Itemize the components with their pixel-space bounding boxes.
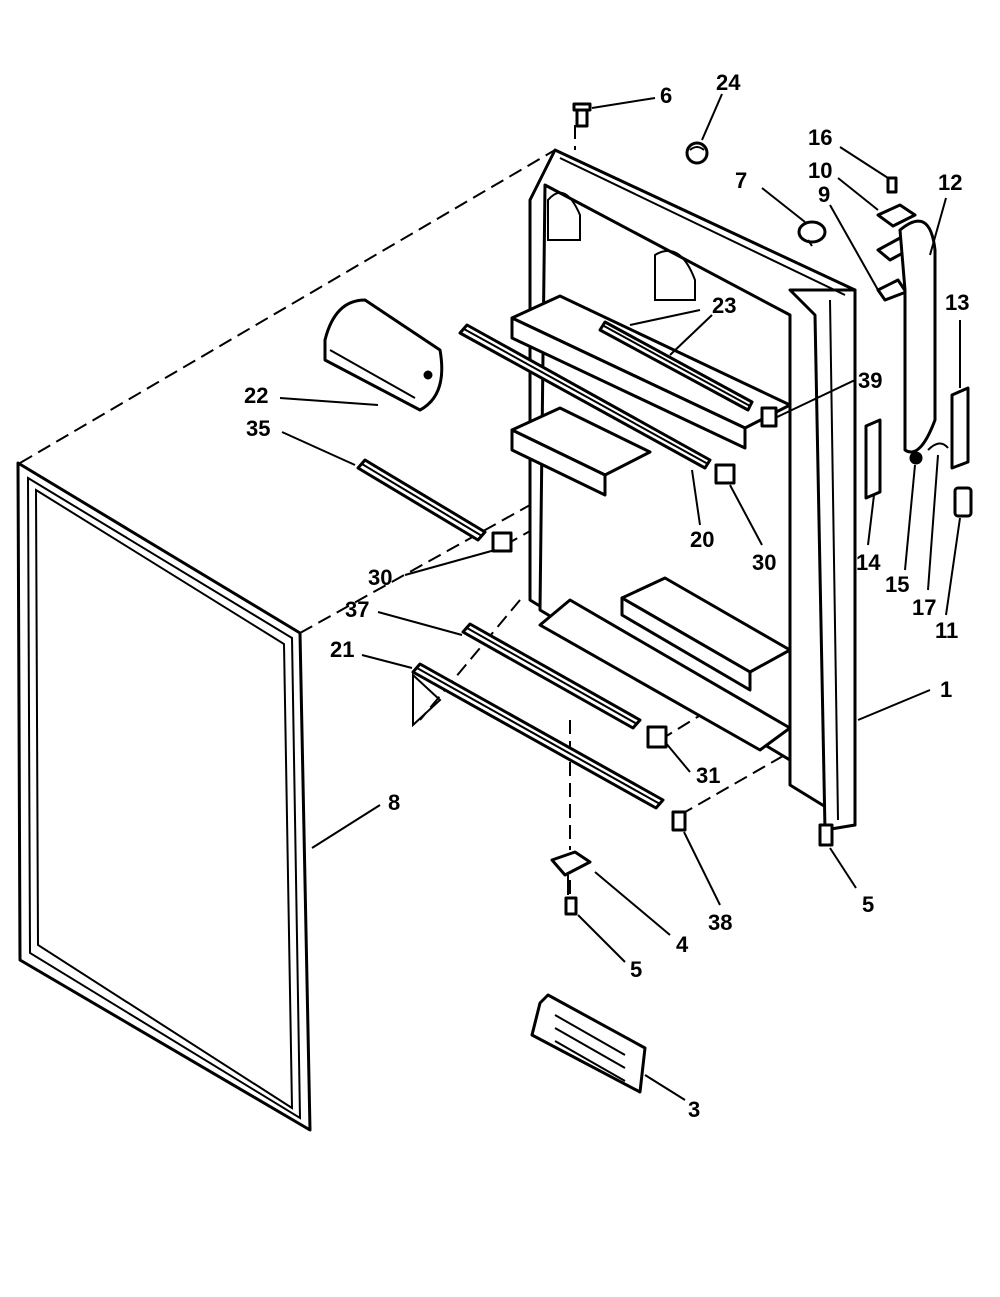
callout-39: 39 [858,368,882,393]
callout-31: 31 [696,763,720,788]
callout-30-right: 30 [752,550,776,575]
handle-12-part [898,219,937,454]
bracket-14-part [864,418,882,500]
cap-24-part [685,141,709,165]
screw-5-right-part [818,823,834,847]
callout-labels: 6 24 16 10 7 9 12 13 23 39 22 35 20 30 3… [244,70,969,1122]
callout-4: 4 [676,932,689,957]
callout-5-lower: 5 [630,957,642,982]
callout-21: 21 [330,637,354,662]
callout-13: 13 [945,290,969,315]
callout-38: 38 [708,910,732,935]
callout-9: 9 [818,182,830,207]
callout-30-left: 30 [368,565,392,590]
spring-17-part [927,442,949,451]
handle-trim-13-part [950,386,970,470]
callout-1: 1 [940,677,952,702]
butter-compartment-part [323,298,444,412]
door-rail-20 [458,323,712,470]
door-rail-35 [356,458,487,542]
callout-37: 37 [345,597,369,622]
callout-6: 6 [660,83,672,108]
leader-lines [279,93,961,1101]
callout-24: 24 [716,70,741,95]
callout-10: 10 [808,158,832,183]
door-rail-21 [411,662,665,810]
callout-12: 12 [938,170,962,195]
grille-3-part [530,993,647,1094]
bottom-hinge-4-part [550,850,592,895]
callout-16: 16 [808,125,832,150]
screw-6-part [572,102,592,128]
clip-11-part [953,486,973,518]
callout-8: 8 [388,790,400,815]
knob-7-part [797,220,827,247]
callout-7: 7 [735,168,747,193]
door-assembly-part [510,148,857,832]
callout-17: 17 [912,595,936,620]
door-rail-37 [461,622,642,730]
door-rail-23 [598,320,754,412]
callout-23: 23 [712,293,736,318]
callout-14: 14 [856,550,881,575]
door-gasket-part [16,461,312,1132]
callout-35: 35 [246,416,270,441]
screw-5-lower-part [564,896,578,916]
callout-11: 11 [935,618,958,643]
callout-5-right: 5 [862,892,874,917]
rail-clips [491,406,778,832]
callout-3: 3 [688,1097,700,1122]
callout-20: 20 [690,527,714,552]
callout-15: 15 [885,572,909,597]
callout-22: 22 [244,383,268,408]
screw-15-part [909,451,923,465]
